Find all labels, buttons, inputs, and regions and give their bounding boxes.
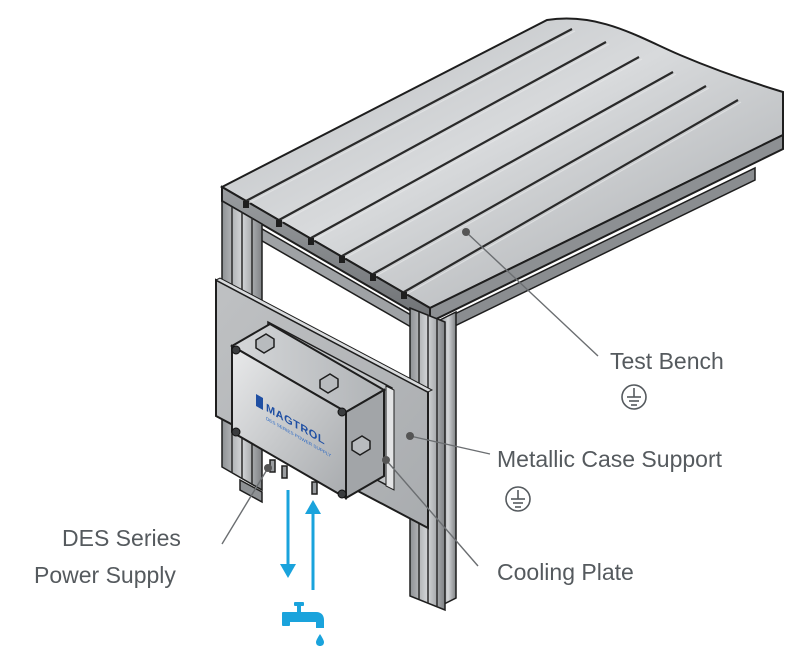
box-fittings: [255, 333, 371, 456]
label-test-bench: Test Bench: [610, 348, 724, 374]
ground-symbol-icon: [621, 384, 647, 410]
bench-top-surface: [219, 17, 784, 310]
box-pipes: [269, 459, 318, 495]
ground-symbol-icon: [505, 486, 531, 512]
label-power-supply-line1: DES Series: [62, 525, 181, 551]
water-tap-icon: [282, 602, 324, 646]
leader-lines: [221, 228, 599, 567]
box-bolts: [231, 345, 347, 499]
power-supply-box: MAGTROL DES SERIES POWER SUPPLY: [230, 322, 386, 500]
label-power-supply-line2: Power Supply: [34, 562, 176, 588]
arrow-up-icon: [305, 500, 321, 590]
arrow-down-icon: [280, 490, 296, 578]
label-cooling-plate: Cooling Plate: [497, 559, 634, 585]
test-bench: [219, 17, 784, 612]
label-metallic-case-support: Metallic Case Support: [497, 446, 722, 472]
bench-slot-notches: [243, 201, 407, 299]
water-flow-arrows: [280, 490, 321, 590]
bench-grooves: [245, 28, 739, 293]
magtrol-logo-icon: [256, 394, 263, 411]
